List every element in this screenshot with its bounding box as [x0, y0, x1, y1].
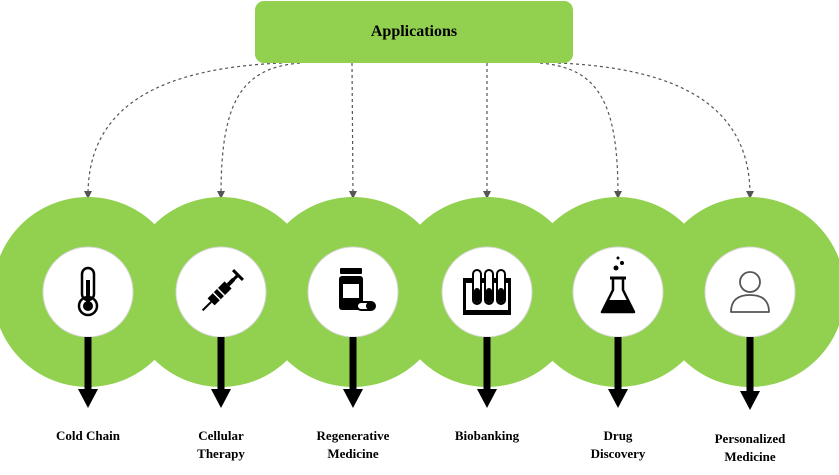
arrow-head	[211, 389, 231, 408]
person-icon	[730, 271, 770, 313]
arrow-shaft	[746, 337, 754, 392]
arrow-shaft	[217, 337, 225, 390]
label-cold-chain: Cold Chain	[56, 428, 120, 443]
down-arrows	[78, 337, 760, 410]
dashed-connector	[557, 62, 754, 199]
flask-icon	[600, 256, 636, 314]
label-drug-discovery: Drug Discovery	[590, 428, 646, 461]
dashed-connector	[539, 62, 622, 199]
label-regenerative-medicine: Regenerative Medicine	[316, 428, 390, 461]
dashed-connectors	[84, 62, 754, 199]
label-cellular-therapy: Cellular Therapy	[197, 428, 245, 461]
arrow-head	[477, 389, 497, 408]
syringe-icon	[201, 269, 244, 312]
arrow-head	[740, 391, 760, 410]
arrow-head	[78, 389, 98, 408]
arrow-head	[343, 389, 363, 408]
test-tubes-icon	[463, 269, 511, 315]
thermometer-icon	[77, 266, 99, 317]
applications-header: Applications	[255, 1, 573, 63]
arrow-head	[608, 389, 628, 408]
label-personalized-medicine: Personalized Medicine	[714, 431, 786, 464]
application-circles	[0, 197, 839, 387]
label-biobanking: Biobanking	[454, 428, 520, 443]
arrow-shaft	[614, 337, 622, 390]
application-icons	[77, 256, 770, 317]
arrow-shaft	[483, 337, 491, 390]
dashed-connector	[84, 62, 283, 199]
arrow-shaft	[349, 337, 357, 390]
arrow-shaft	[84, 337, 92, 390]
dashed-connector	[348, 62, 357, 199]
applications-title: Applications	[370, 23, 458, 40]
dashed-connector	[217, 62, 301, 199]
pill-bottle-icon	[339, 268, 376, 311]
